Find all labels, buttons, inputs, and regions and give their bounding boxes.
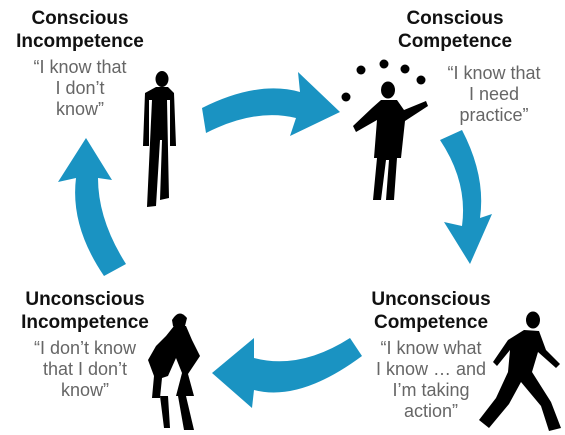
woman-hands-on-hips-icon <box>148 313 200 430</box>
quadrant-unconscious-incompetence: Unconscious Incompetence “I don’t know t… <box>6 288 164 401</box>
stage-title: Unconscious Competence <box>371 289 491 333</box>
arrow-top-right <box>202 72 340 136</box>
arrow-right-down <box>440 130 492 264</box>
stage-title: Conscious Competence <box>397 8 513 52</box>
stage-quote: “I know that I need practice” <box>447 63 541 125</box>
stage-quote: “I know what I know … and I’m taking act… <box>375 338 487 421</box>
quadrant-conscious-competence-quote: “I know that I need practice” <box>426 63 562 126</box>
juggling-man-icon <box>341 59 428 200</box>
stage-quote: “I don’t know that I don’t know” <box>33 338 137 400</box>
standing-man-icon <box>143 71 176 207</box>
quadrant-unconscious-competence: Unconscious Competence “I know what I kn… <box>356 288 506 422</box>
stage-quote: “I know that I don’t know” <box>33 57 127 119</box>
quadrant-conscious-incompetence: Conscious Incompetence “I know that I do… <box>0 7 160 120</box>
stage-title: Conscious Incompetence <box>16 8 144 52</box>
quadrant-conscious-competence: Conscious Competence <box>380 7 530 53</box>
walking-man-icon <box>479 311 561 431</box>
arrow-bottom-left <box>212 338 362 408</box>
arrow-left-up <box>58 138 126 276</box>
stage-title: Unconscious Incompetence <box>21 289 149 333</box>
